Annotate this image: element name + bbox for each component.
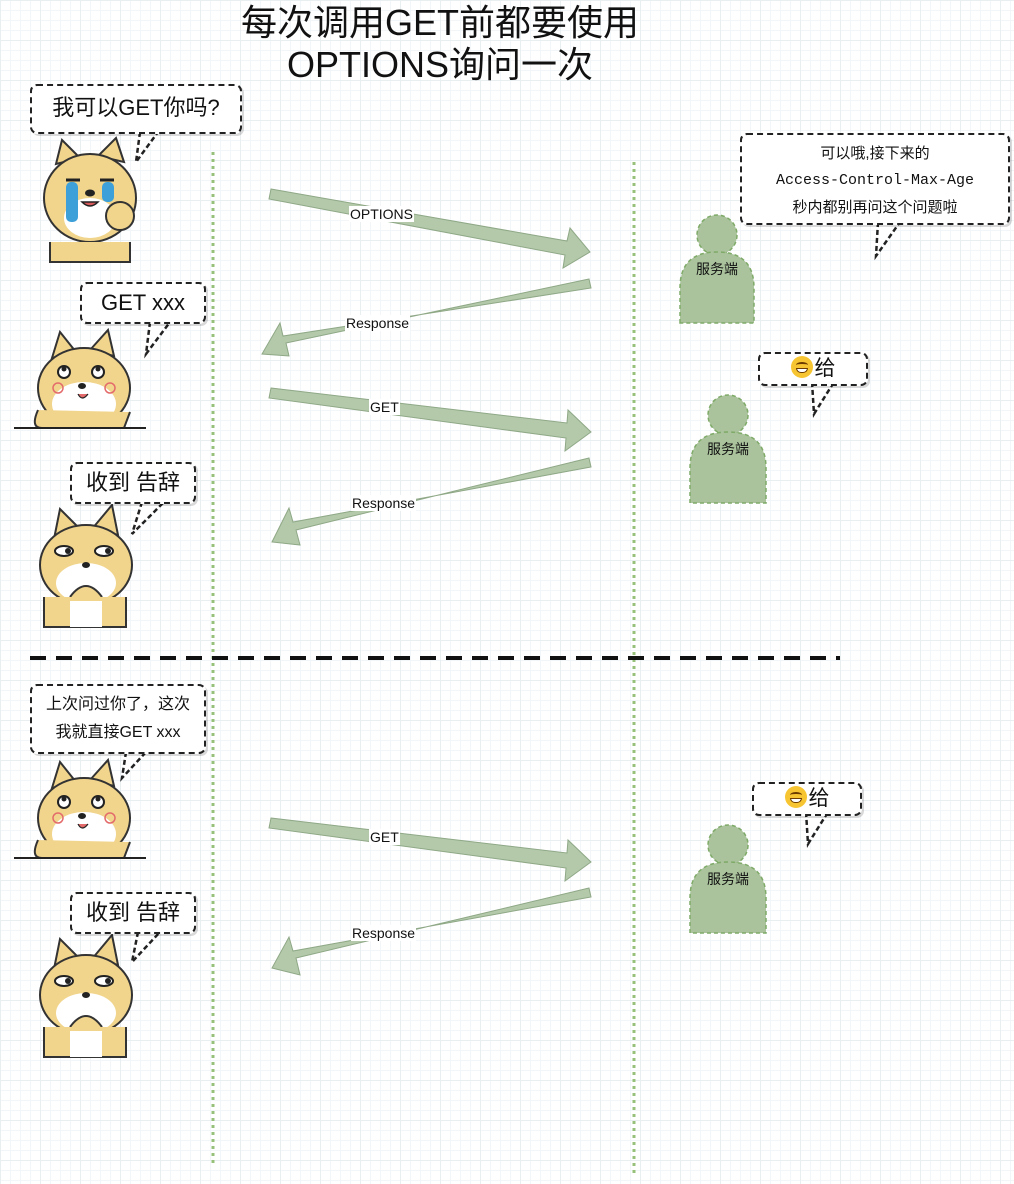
bubble-tail-5 bbox=[129, 931, 161, 967]
response-arrow-1 bbox=[261, 278, 592, 357]
doge-smug-icon-2 bbox=[14, 757, 146, 859]
client-bubble-farewell-2-text: 收到 告辞 bbox=[85, 900, 181, 925]
doge-shifty-icon bbox=[39, 502, 133, 628]
server-body-2 bbox=[689, 431, 767, 504]
bubble-tail-server-2 bbox=[810, 381, 836, 418]
server-bubble-line-3: 秒内都别再问这个问题啦 bbox=[792, 199, 958, 216]
server-bubble-give-1-text: 给 bbox=[814, 357, 836, 380]
server-bubble-line-1: 可以哦,接下来的 bbox=[820, 145, 930, 162]
client-bubble-get: GET xxx bbox=[80, 282, 206, 324]
grinning-emoji-icon bbox=[790, 356, 813, 378]
server-head-3 bbox=[707, 824, 749, 866]
get-request-arrow-1 bbox=[268, 387, 592, 453]
server-head-1 bbox=[696, 214, 738, 256]
doge-shifty-icon-2 bbox=[39, 932, 133, 1058]
arrow-label-get-2: GET bbox=[369, 829, 400, 845]
bubble-tail-3 bbox=[130, 501, 165, 535]
client-bubble-skip-line-2: 我就直接GET xxx bbox=[55, 724, 181, 741]
options-request-arrow bbox=[268, 188, 591, 269]
arrow-label-response-1: Response bbox=[345, 315, 411, 331]
client-bubble-skip-options: 上次问过你了，这次 我就直接GET xxx bbox=[30, 684, 206, 754]
client-bubble-ask-text: 我可以GET你吗? bbox=[52, 95, 220, 120]
arrow-label-options: OPTIONS bbox=[349, 206, 415, 222]
response-arrow-3 bbox=[271, 887, 592, 976]
doge-crying-icon bbox=[43, 136, 137, 263]
client-bubble-ask: 我可以GET你吗? bbox=[30, 84, 242, 134]
grinning-emoji-icon-2 bbox=[784, 786, 807, 808]
server-label-2: 服务端 bbox=[707, 441, 749, 457]
bubble-tail-1 bbox=[134, 131, 160, 163]
title-line-1: 每次调用GET前都要使用 bbox=[240, 2, 639, 43]
client-bubble-farewell-1: 收到 告辞 bbox=[70, 462, 196, 504]
client-bubble-farewell-1-text: 收到 告辞 bbox=[85, 470, 181, 495]
arrow-label-get-1: GET bbox=[369, 399, 400, 415]
bubble-tail-server-3 bbox=[804, 811, 830, 848]
response-arrow-2 bbox=[271, 457, 592, 546]
server-label-3: 服务端 bbox=[707, 871, 749, 887]
server-head-2 bbox=[707, 394, 749, 436]
server-bubble-max-age: 可以哦,接下来的 Access-Control-Max-Age 秒内都别再问这个… bbox=[740, 133, 1010, 225]
get-request-arrow-2 bbox=[268, 817, 592, 883]
server-bubble-give-1: 给 bbox=[758, 352, 868, 386]
arrow-label-response-3: Response bbox=[351, 925, 417, 941]
bubble-tail-server-1 bbox=[874, 221, 902, 261]
server-bubble-code: Access-Control-Max-Age bbox=[775, 172, 975, 189]
doge-smug-icon bbox=[14, 327, 146, 429]
server-bubble-give-2-text: 给 bbox=[808, 787, 830, 810]
server-label-1: 服务端 bbox=[696, 261, 738, 277]
server-bubble-give-2: 给 bbox=[752, 782, 862, 816]
bubble-tail-2 bbox=[144, 321, 171, 359]
bubble-tail-4 bbox=[120, 751, 147, 782]
server-body-3 bbox=[689, 861, 767, 934]
client-bubble-get-text: GET xxx bbox=[101, 290, 185, 315]
title-line-2: OPTIONS询问一次 bbox=[286, 44, 594, 85]
client-bubble-skip-line-1: 上次问过你了，这次 bbox=[45, 696, 190, 713]
client-bubble-farewell-2: 收到 告辞 bbox=[70, 892, 196, 934]
arrow-label-response-2: Response bbox=[351, 495, 417, 511]
diagram-title: 每次调用GET前都要使用 OPTIONS询问一次 bbox=[160, 2, 720, 86]
server-body-1 bbox=[679, 251, 755, 324]
